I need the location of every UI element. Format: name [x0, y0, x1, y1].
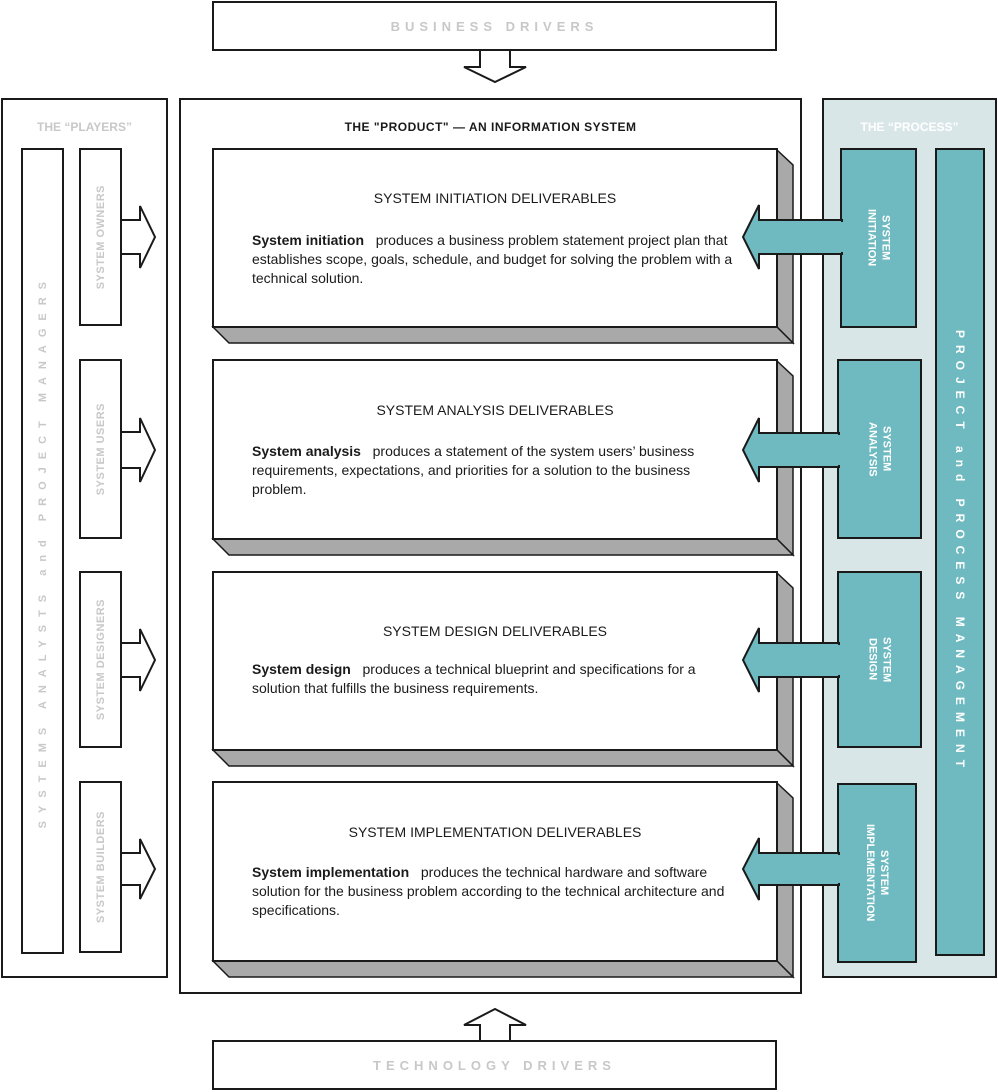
phase-initiation-deliverables: SYSTEM INITIATION DELIVERABLES System in… — [212, 148, 778, 328]
phase-initiation-term: System initiation — [252, 232, 365, 248]
players-panel: THE “PLAYERS” — [1, 98, 168, 978]
designers-arrow — [119, 628, 157, 692]
product-panel: THE "PRODUCT" — AN INFORMATION SYSTEM — [179, 98, 802, 994]
users-arrow — [119, 417, 157, 483]
phase-implementation-description: System implementation produces the techn… — [252, 863, 736, 920]
builders-arrow — [119, 838, 157, 900]
role-system-owners-label: SYSTEM OWNERS — [94, 184, 107, 290]
phase-initiation-title: SYSTEM INITIATION DELIVERABLES — [373, 190, 617, 206]
process-implementation-line1: SYSTEM — [878, 850, 890, 896]
phase-implementation-deliverables: SYSTEM IMPLEMENTATION DELIVERABLES Syste… — [212, 781, 778, 962]
project-process-management-bar: PROJECT and PROCESS MANAGEMENT — [935, 148, 985, 956]
phase-analysis-title: SYSTEM ANALYSIS DELIVERABLES — [376, 402, 614, 418]
role-system-builders-label: SYSTEM BUILDERS — [94, 810, 107, 923]
process-design-line2: DESIGN — [866, 638, 879, 681]
phase-implementation-term: System implementation — [252, 864, 410, 880]
process-analysis-line1: SYSTEM — [880, 426, 893, 472]
phase-initiation-description: System initiation produces a business pr… — [252, 231, 736, 288]
technology-drivers-arrow — [463, 1007, 527, 1042]
phase-analysis-description: System analysis produces a statement of … — [252, 442, 736, 499]
phase-analysis-term: System analysis — [252, 443, 361, 459]
role-system-users: SYSTEM USERS — [79, 359, 122, 539]
phase-design-deliverables: SYSTEM DESIGN DELIVERABLES System design… — [212, 571, 778, 751]
role-system-designers-label: SYSTEM DESIGNERS — [94, 598, 107, 721]
project-process-management-label: PROJECT and PROCESS MANAGEMENT — [953, 329, 967, 775]
phase-analysis-text: produces a statement of the system users… — [252, 443, 695, 497]
technology-drivers-box: TECHNOLOGY DRIVERS — [212, 1040, 777, 1090]
owners-arrow — [119, 205, 157, 269]
phase-design-title: SYSTEM DESIGN DELIVERABLES — [382, 623, 608, 639]
role-system-builders: SYSTEM BUILDERS — [79, 781, 122, 953]
phase-design-description: System design produces a technical bluep… — [252, 660, 736, 698]
process-design-line1: SYSTEM — [880, 636, 893, 683]
process-initiation-line2: INITIATION — [865, 209, 878, 267]
phase-design-text: produces a technical blueprint and speci… — [252, 661, 696, 696]
phase-analysis-deliverables: SYSTEM ANALYSIS DELIVERABLES System anal… — [212, 359, 778, 540]
role-system-designers: SYSTEM DESIGNERS — [79, 571, 122, 748]
role-system-owners: SYSTEM OWNERS — [79, 148, 122, 326]
phase-implementation-title: SYSTEM IMPLEMENTATION DELIVERABLES — [348, 824, 642, 840]
phase-design-term: System design — [252, 661, 351, 677]
product-title: THE "PRODUCT" — AN INFORMATION SYSTEM — [344, 120, 637, 134]
phase-implementation-text: produces the technical hardware and soft… — [252, 864, 725, 918]
analysts-column: SYSTEMS ANALYSTS and PROJECT MANAGERS — [21, 148, 64, 954]
business-drivers-arrow — [463, 49, 527, 84]
players-title: THE “PLAYERS” — [37, 120, 132, 134]
process-title: THE “PROCESS” — [860, 120, 959, 134]
analysts-label: SYSTEMS ANALYSTS and PROJECT MANAGERS — [36, 273, 49, 829]
process-initiation-line1: SYSTEM — [879, 215, 892, 261]
process-implementation-line2: IMPLEMENTATION — [864, 824, 876, 922]
phase-initiation-text: produces a business problem statement pr… — [252, 232, 733, 286]
technology-drivers-label: TECHNOLOGY DRIVERS — [373, 1057, 616, 1073]
process-analysis-line2: ANALYSIS — [866, 421, 879, 477]
role-system-users-label: SYSTEM USERS — [94, 402, 107, 496]
business-drivers-box: BUSINESS DRIVERS — [212, 1, 777, 51]
business-drivers-label: BUSINESS DRIVERS — [390, 18, 599, 34]
